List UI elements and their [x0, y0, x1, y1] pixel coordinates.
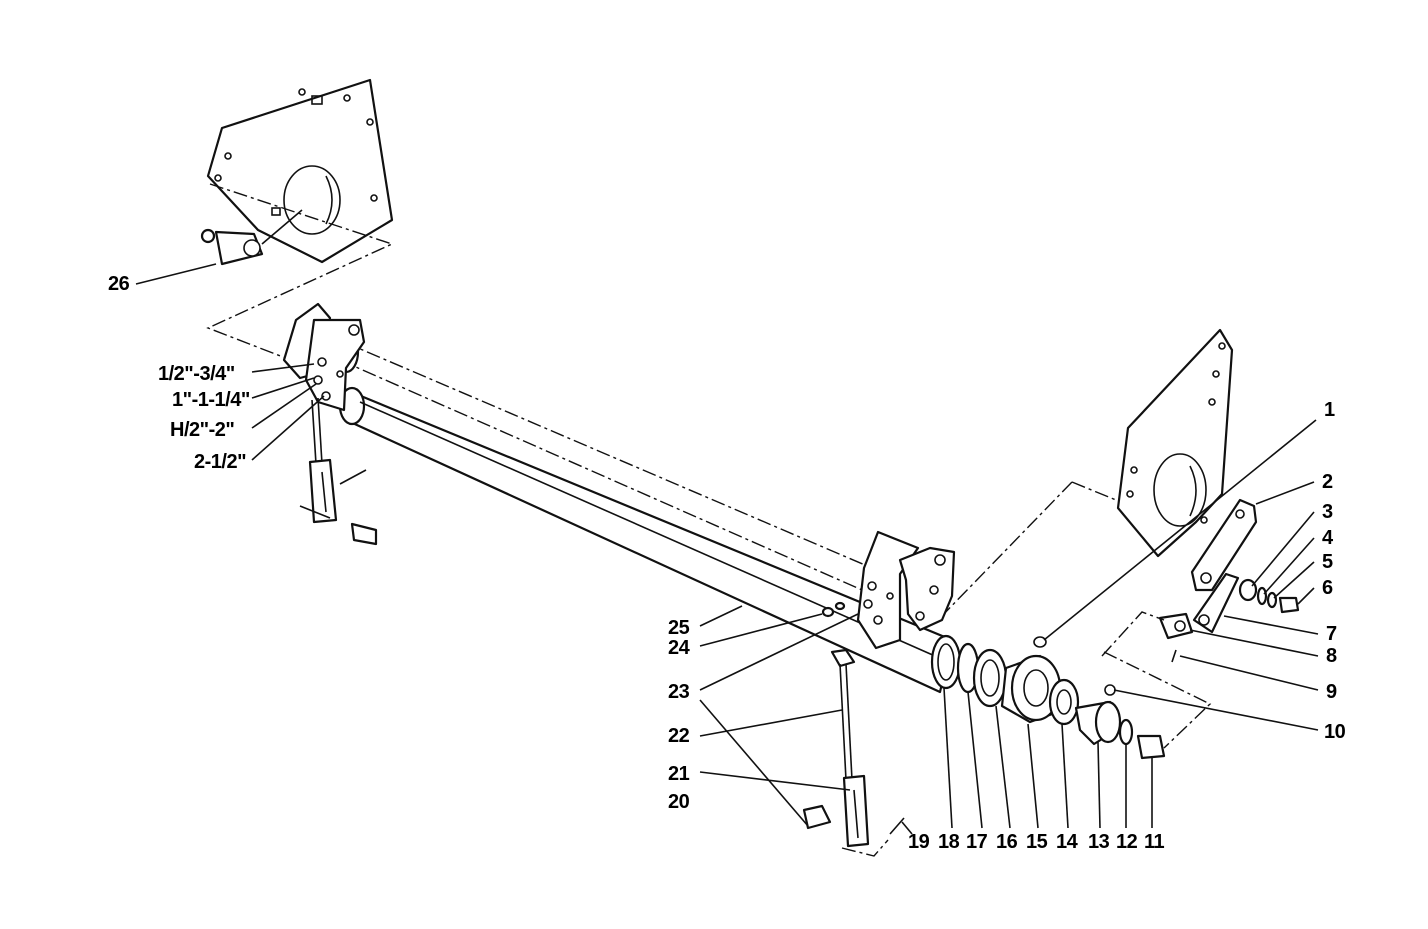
callout-8: 8 [1326, 645, 1337, 667]
projection-line-bearing [1103, 651, 1212, 749]
leader-lines [135, 263, 1319, 835]
callout-2: 2 [1322, 471, 1333, 493]
bearing-stack [930, 634, 1166, 760]
callout-9: 9 [1326, 681, 1337, 703]
item-24-pin [821, 601, 846, 618]
callout-11: 11 [1144, 831, 1165, 853]
callout-1: 1 [1324, 399, 1335, 421]
projection-line-arm [1101, 611, 1165, 657]
right-arm-assembly [1158, 498, 1300, 663]
roller-tube [338, 386, 954, 694]
callout-17: 17 [966, 831, 988, 853]
main-shaft [332, 330, 873, 591]
callout-22: 22 [668, 725, 690, 747]
lower-adjust-rod [802, 648, 905, 857]
callout-16: 16 [996, 831, 1018, 853]
callout-6: 6 [1322, 577, 1333, 599]
callout-15: 15 [1026, 831, 1048, 853]
left-adjust-rod [299, 397, 378, 546]
projection-line-right-plate [937, 481, 1117, 621]
callout-7: 7 [1326, 623, 1337, 645]
right-end-bracket [856, 530, 956, 650]
callout-26: 26 [108, 273, 130, 295]
left-side-plate [206, 78, 394, 264]
left-height-bracket [282, 302, 366, 412]
callout-20: 20 [668, 791, 690, 813]
callout-numbers: 1 2 3 4 5 6 7 8 9 10 11 12 13 14 15 16 1… [108, 273, 1346, 853]
height-label-4: 2-1/2" [194, 451, 246, 473]
callout-5: 5 [1322, 551, 1333, 573]
callout-21: 21 [668, 763, 690, 785]
callout-25: 25 [668, 617, 690, 639]
callout-23: 23 [668, 681, 690, 703]
height-label-2: 1"-1-1/4" [172, 389, 250, 411]
callout-10: 10 [1324, 721, 1346, 743]
height-label-1: 1/2"-3/4" [158, 363, 235, 385]
right-side-plate [1116, 328, 1234, 558]
callout-18: 18 [938, 831, 960, 853]
callout-3: 3 [1322, 501, 1333, 523]
callout-14: 14 [1056, 831, 1079, 853]
callout-13: 13 [1088, 831, 1110, 853]
projection-line-left-plate [206, 183, 394, 363]
height-labels: 1/2"-3/4" 1"-1-1/4" H/2"-2" 2-1/2" [158, 363, 250, 473]
callout-19: 19 [908, 831, 930, 853]
height-label-3: H/2"-2" [170, 419, 234, 441]
item-26-clevis [200, 209, 303, 266]
callout-4: 4 [1322, 527, 1334, 549]
callout-24: 24 [668, 637, 691, 659]
callout-12: 12 [1116, 831, 1138, 853]
